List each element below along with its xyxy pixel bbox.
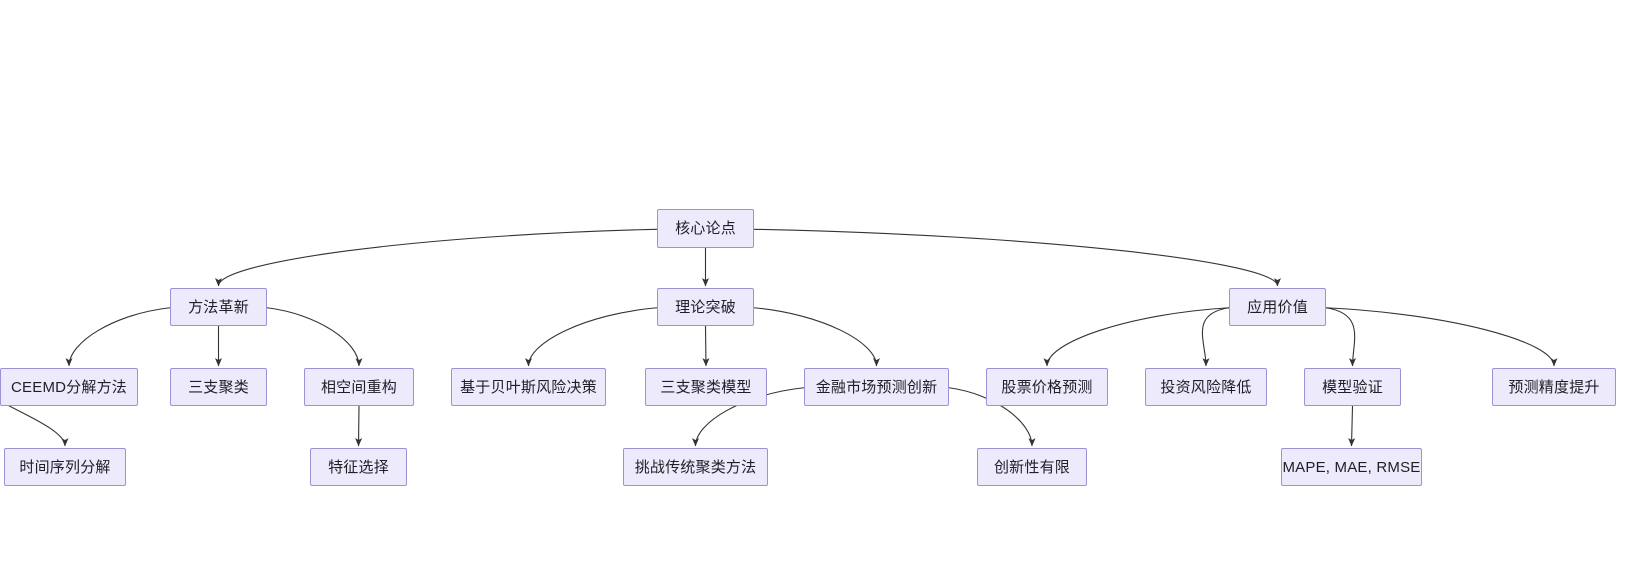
node-validate[interactable]: 模型验证 — [1304, 368, 1401, 406]
node-label-theory: 理论突破 — [675, 298, 736, 316]
node-label-stock: 股票价格预测 — [1001, 378, 1093, 396]
node-value[interactable]: 应用价值 — [1229, 288, 1326, 326]
edge-core-to-value — [753, 228, 1281, 287]
edge-theory-to-bayes — [524, 307, 658, 367]
edge-theory-to-finance — [753, 307, 881, 367]
node-featsel[interactable]: 特征选择 — [310, 448, 407, 486]
node-label-bayes: 基于贝叶斯风险决策 — [460, 378, 597, 396]
node-label-featsel: 特征选择 — [328, 458, 389, 476]
edge-core-to-method — [215, 228, 658, 287]
edge-method-to-ceemd — [65, 307, 171, 367]
node-metrics[interactable]: MAPE, MAE, RMSE — [1281, 448, 1422, 486]
node-label-value: 应用价值 — [1247, 298, 1308, 316]
edge-value-to-accuracy — [1325, 307, 1558, 367]
node-ceemd[interactable]: CEEMD分解方法 — [0, 368, 138, 406]
node-finance[interactable]: 金融市场预测创新 — [804, 368, 949, 406]
node-threeway[interactable]: 三支聚类 — [170, 368, 267, 406]
node-label-threeway-model: 三支聚类模型 — [660, 378, 752, 396]
node-label-limited: 创新性有限 — [993, 458, 1070, 476]
node-label-method: 方法革新 — [188, 298, 249, 316]
node-label-risk: 投资风险降低 — [1160, 378, 1252, 396]
node-label-tsdecomp: 时间序列分解 — [19, 458, 111, 476]
node-method[interactable]: 方法革新 — [170, 288, 267, 326]
node-limited[interactable]: 创新性有限 — [977, 448, 1087, 486]
node-core[interactable]: 核心论点 — [657, 209, 754, 248]
node-label-threeway: 三支聚类 — [188, 378, 249, 396]
node-phase[interactable]: 相空间重构 — [304, 368, 414, 406]
node-label-ceemd: CEEMD分解方法 — [11, 378, 127, 396]
node-label-finance: 金融市场预测创新 — [815, 378, 938, 396]
node-label-core: 核心论点 — [675, 220, 736, 237]
node-threeway-model[interactable]: 三支聚类模型 — [645, 368, 767, 406]
node-challenge[interactable]: 挑战传统聚类方法 — [623, 448, 768, 486]
node-stock[interactable]: 股票价格预测 — [986, 368, 1108, 406]
node-label-validate: 模型验证 — [1322, 378, 1383, 396]
node-theory[interactable]: 理论突破 — [657, 288, 754, 326]
edge-method-to-phase — [266, 307, 363, 367]
node-label-metrics: MAPE, MAE, RMSE — [1282, 458, 1421, 476]
node-risk[interactable]: 投资风险降低 — [1145, 368, 1267, 406]
node-accuracy[interactable]: 预测精度提升 — [1492, 368, 1616, 406]
node-tsdecomp[interactable]: 时间序列分解 — [4, 448, 126, 486]
edge-paths — [0, 228, 1558, 447]
edge-validate-to-metrics — [1348, 405, 1356, 447]
edge-value-to-stock — [1043, 307, 1230, 367]
edge-value-to-risk — [1201, 307, 1230, 367]
node-bayes[interactable]: 基于贝叶斯风险决策 — [451, 368, 606, 406]
edge-value-to-validate — [1325, 307, 1357, 367]
node-label-phase: 相空间重构 — [320, 378, 397, 396]
edge-theory-to-threeway-model — [702, 325, 710, 367]
edge-phase-to-featsel — [355, 405, 363, 447]
node-label-accuracy: 预测精度提升 — [1508, 378, 1600, 396]
node-label-challenge: 挑战传统聚类方法 — [634, 458, 757, 476]
